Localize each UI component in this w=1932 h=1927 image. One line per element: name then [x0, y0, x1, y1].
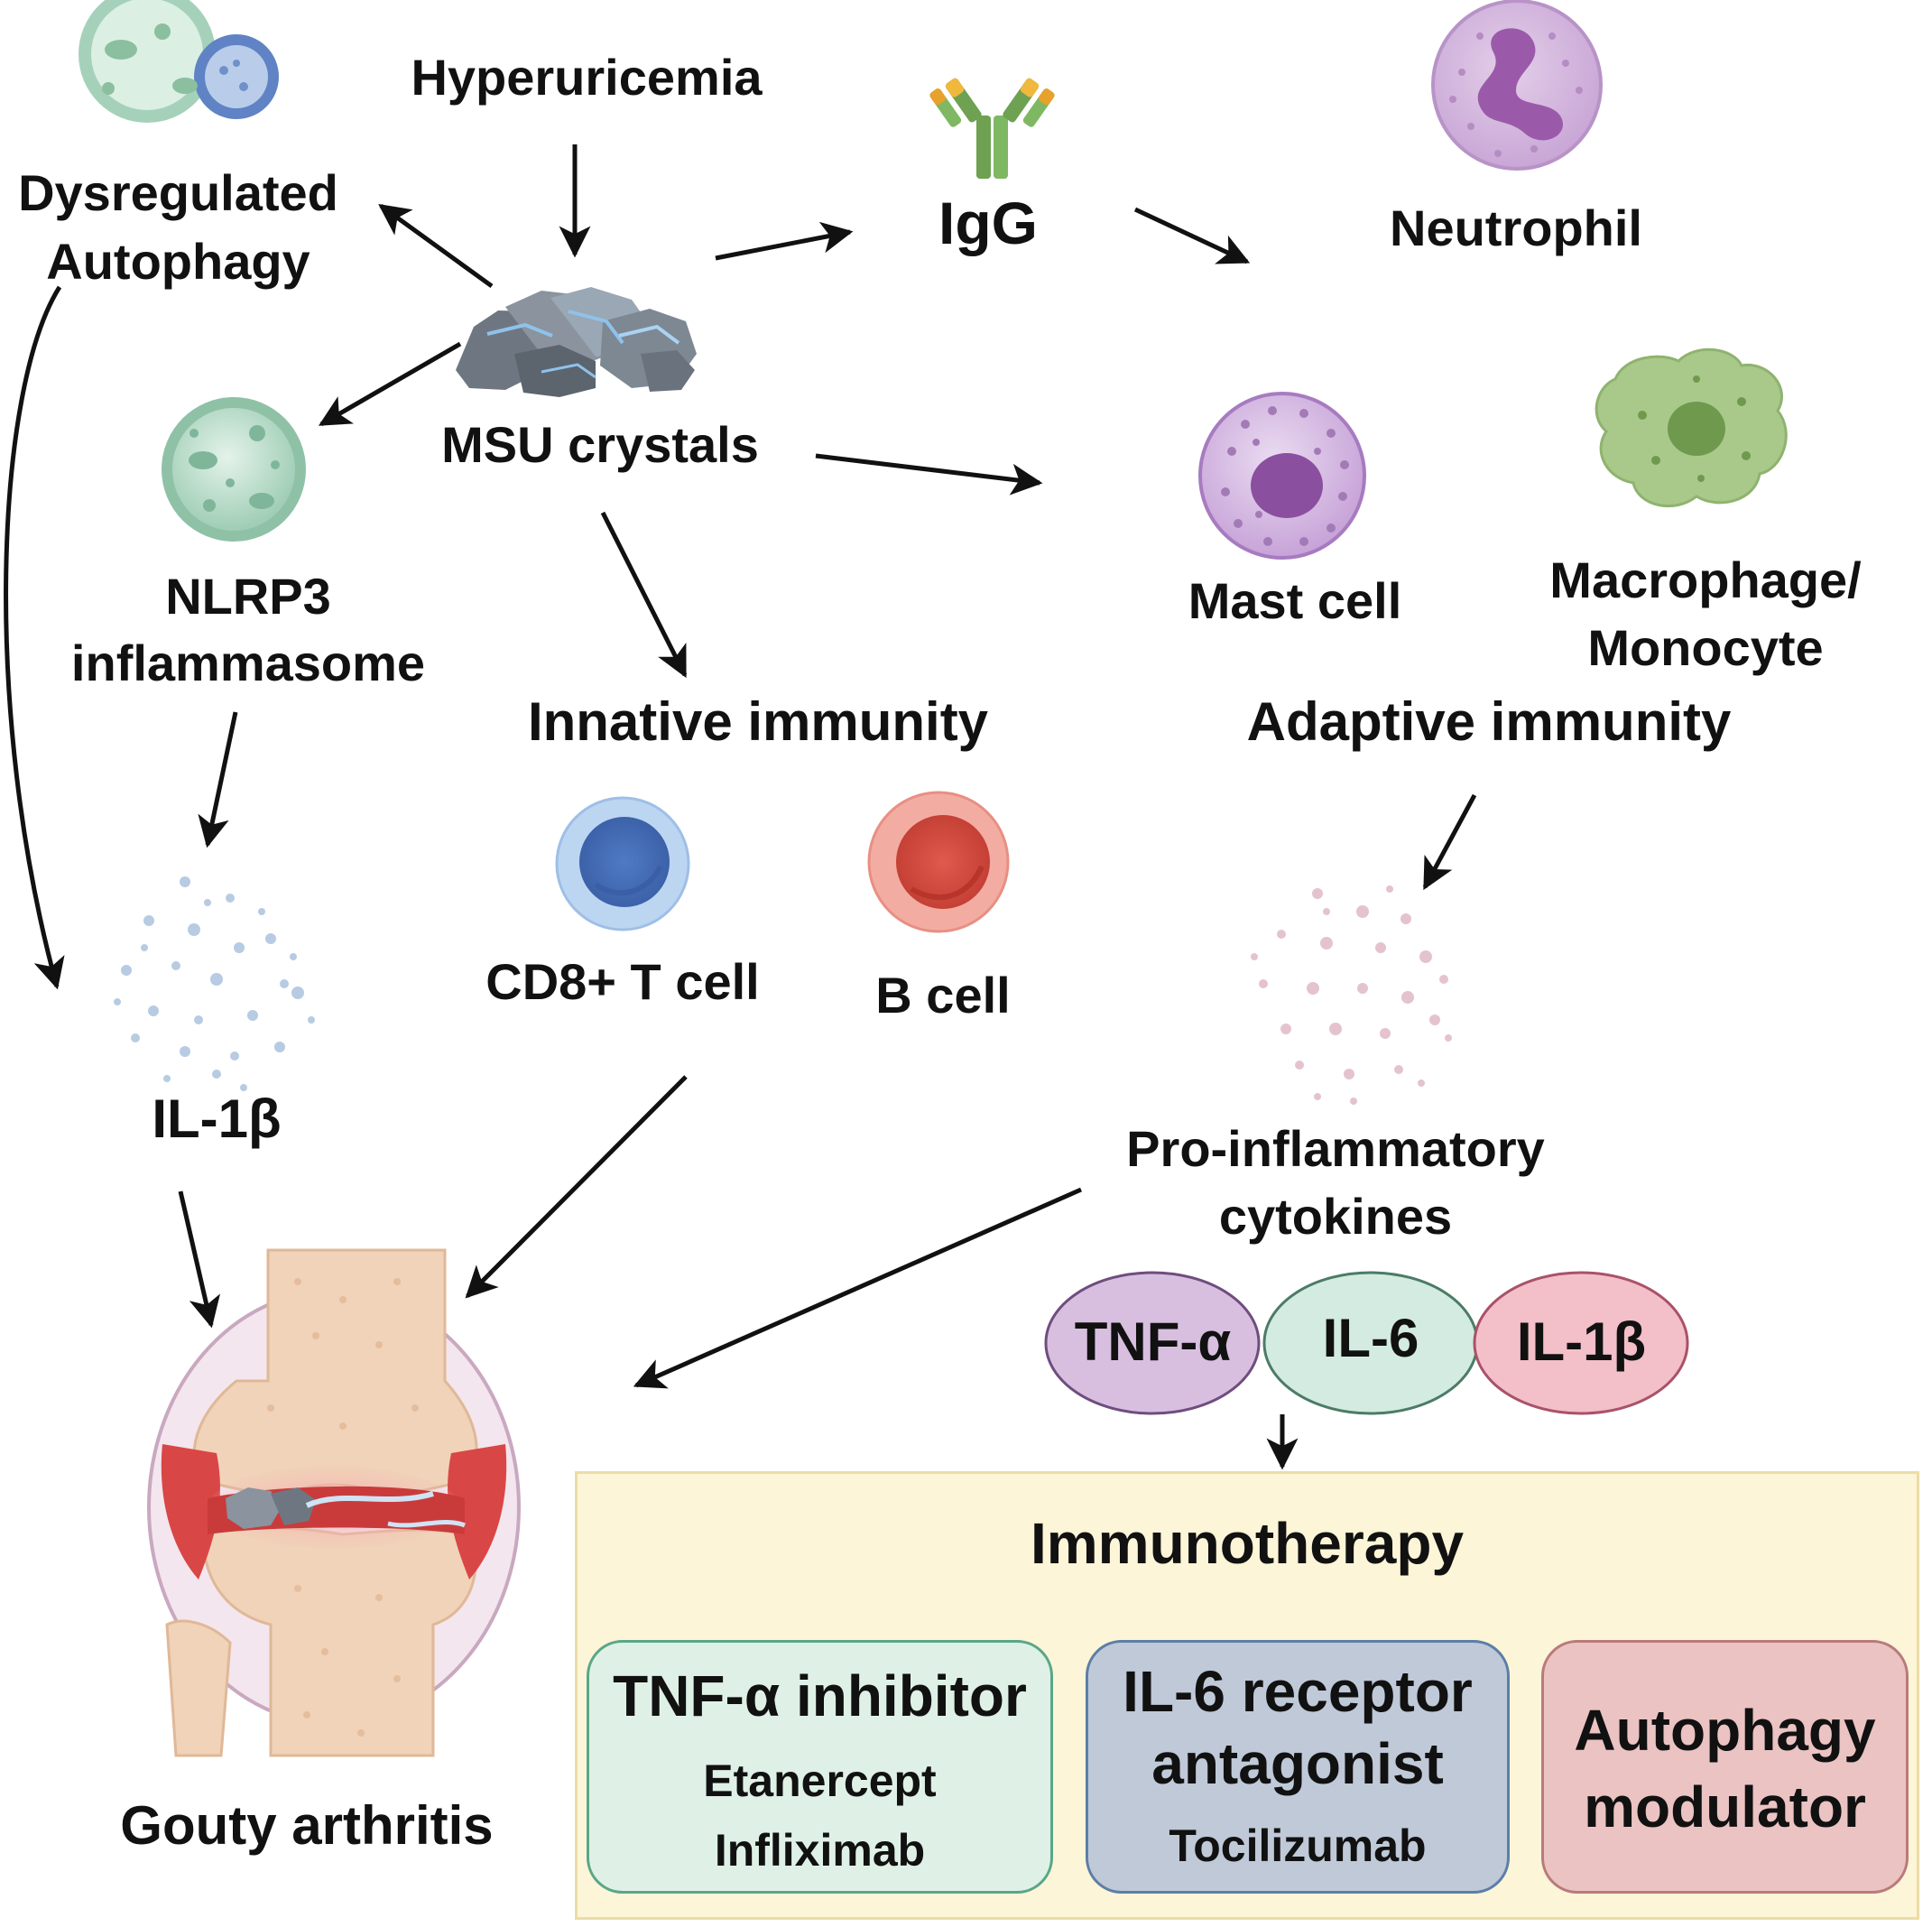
- oval-label-il6: IL-6: [1322, 1308, 1419, 1368]
- autophagy-modulator-box: Autophagy modulator: [1541, 1640, 1909, 1894]
- drug-infliximab: Infliximab: [714, 1825, 926, 1876]
- label-macrophage: Macrophage/: [1549, 551, 1862, 608]
- arrow-msu-to-autophagy: [378, 203, 494, 289]
- b-cell-icon: [867, 791, 1010, 933]
- cytokine-ovals: [1044, 1271, 1689, 1415]
- label-monocyte: Monocyte: [1587, 619, 1824, 676]
- t-cell-icon: [555, 796, 690, 931]
- autophagy-modulator-title-line2: modulator: [1584, 1774, 1866, 1839]
- label-inflammasome: inflammasome: [70, 635, 426, 691]
- arrow-il1b-to-joint: [178, 1190, 221, 1329]
- autophagy-modulator-title-line1: Autophagy: [1574, 1698, 1876, 1763]
- arrow-lymphocytes-to-joint: [465, 1075, 688, 1299]
- arrow-msu-to-innative: [600, 511, 688, 679]
- macrophage-icon: [1595, 347, 1788, 508]
- label-gouty-arthritis: Gouty arthritis: [120, 1795, 494, 1856]
- oval-label-tnf: TNF-α: [1074, 1311, 1232, 1372]
- tnf-oval: [1044, 1271, 1261, 1415]
- arrow-msu-to-adaptive: [815, 453, 1043, 496]
- arrow-cytokines-to-joint: [633, 1187, 1083, 1389]
- label-igg: IgG: [938, 190, 1038, 256]
- il6-antagonist-box: IL-6 receptor antagonist Tocilizumab: [1086, 1640, 1510, 1894]
- arrow-nlrp3-to-il1b: [198, 711, 238, 848]
- nlrp3-cell-icon: [162, 397, 306, 542]
- label-msu-crystals: MSU crystals: [441, 416, 759, 473]
- oval-label-il1b: IL-1β: [1516, 1311, 1647, 1372]
- label-neutrophil: Neutrophil: [1390, 199, 1642, 256]
- label-nlrp3: NLRP3: [165, 568, 331, 625]
- label-innative-immunity: Innative immunity: [527, 691, 989, 752]
- il6-antagonist-title-line1: IL-6 receptor: [1123, 1659, 1473, 1724]
- knee-joint-icon: [147, 1248, 521, 1757]
- il6-antagonist-title-line2: antagonist: [1151, 1731, 1444, 1796]
- arrow-igg-to-cells: [1133, 207, 1251, 264]
- drug-tocilizumab: Tocilizumab: [1169, 1820, 1427, 1871]
- label-mast-cell: Mast cell: [1188, 572, 1402, 629]
- tnf-inhibitor-box: TNF-α inhibitor Etanercept Infliximab: [587, 1640, 1053, 1894]
- il1b-oval: [1473, 1271, 1689, 1415]
- neutrophil-icon: [1431, 0, 1603, 171]
- drug-etanercept: Etanercept: [703, 1756, 937, 1806]
- label-cytokines: cytokines: [1218, 1188, 1453, 1245]
- label-autophagy: Autophagy: [46, 233, 310, 290]
- immunotherapy-title: Immunotherapy: [1030, 1511, 1465, 1576]
- tnf-inhibitor-title: TNF-α inhibitor: [613, 1663, 1027, 1728]
- label-il1b: IL-1β: [152, 1089, 282, 1149]
- arrows: [4, 144, 1477, 1470]
- arrow-msu-to-nlrp3: [318, 341, 462, 427]
- label-b-cell: B cell: [875, 967, 1011, 1024]
- cytokine-dots-icon: [1251, 885, 1452, 1105]
- autophagy-cell-icon: [79, 0, 279, 123]
- arrow-msu-to-igg: [715, 221, 854, 261]
- label-hyperuricemia: Hyperuricemia: [411, 49, 763, 106]
- label-dysregulated: Dysregulated: [18, 164, 338, 221]
- crystals-icon: [456, 287, 697, 397]
- label-cd8-t-cell: CD8+ T cell: [485, 953, 760, 1010]
- cytokine-dots-icon: [114, 876, 315, 1091]
- arrow-autophagy-to-il1b: [4, 285, 65, 990]
- label-adaptive-immunity: Adaptive immunity: [1246, 691, 1732, 752]
- antibody-icon: [929, 78, 1055, 179]
- arrow-adaptive-to-cytokines: [1422, 793, 1477, 891]
- mast-cell-icon: [1198, 392, 1366, 560]
- label-pro-inflammatory: Pro-inflammatory: [1126, 1120, 1545, 1177]
